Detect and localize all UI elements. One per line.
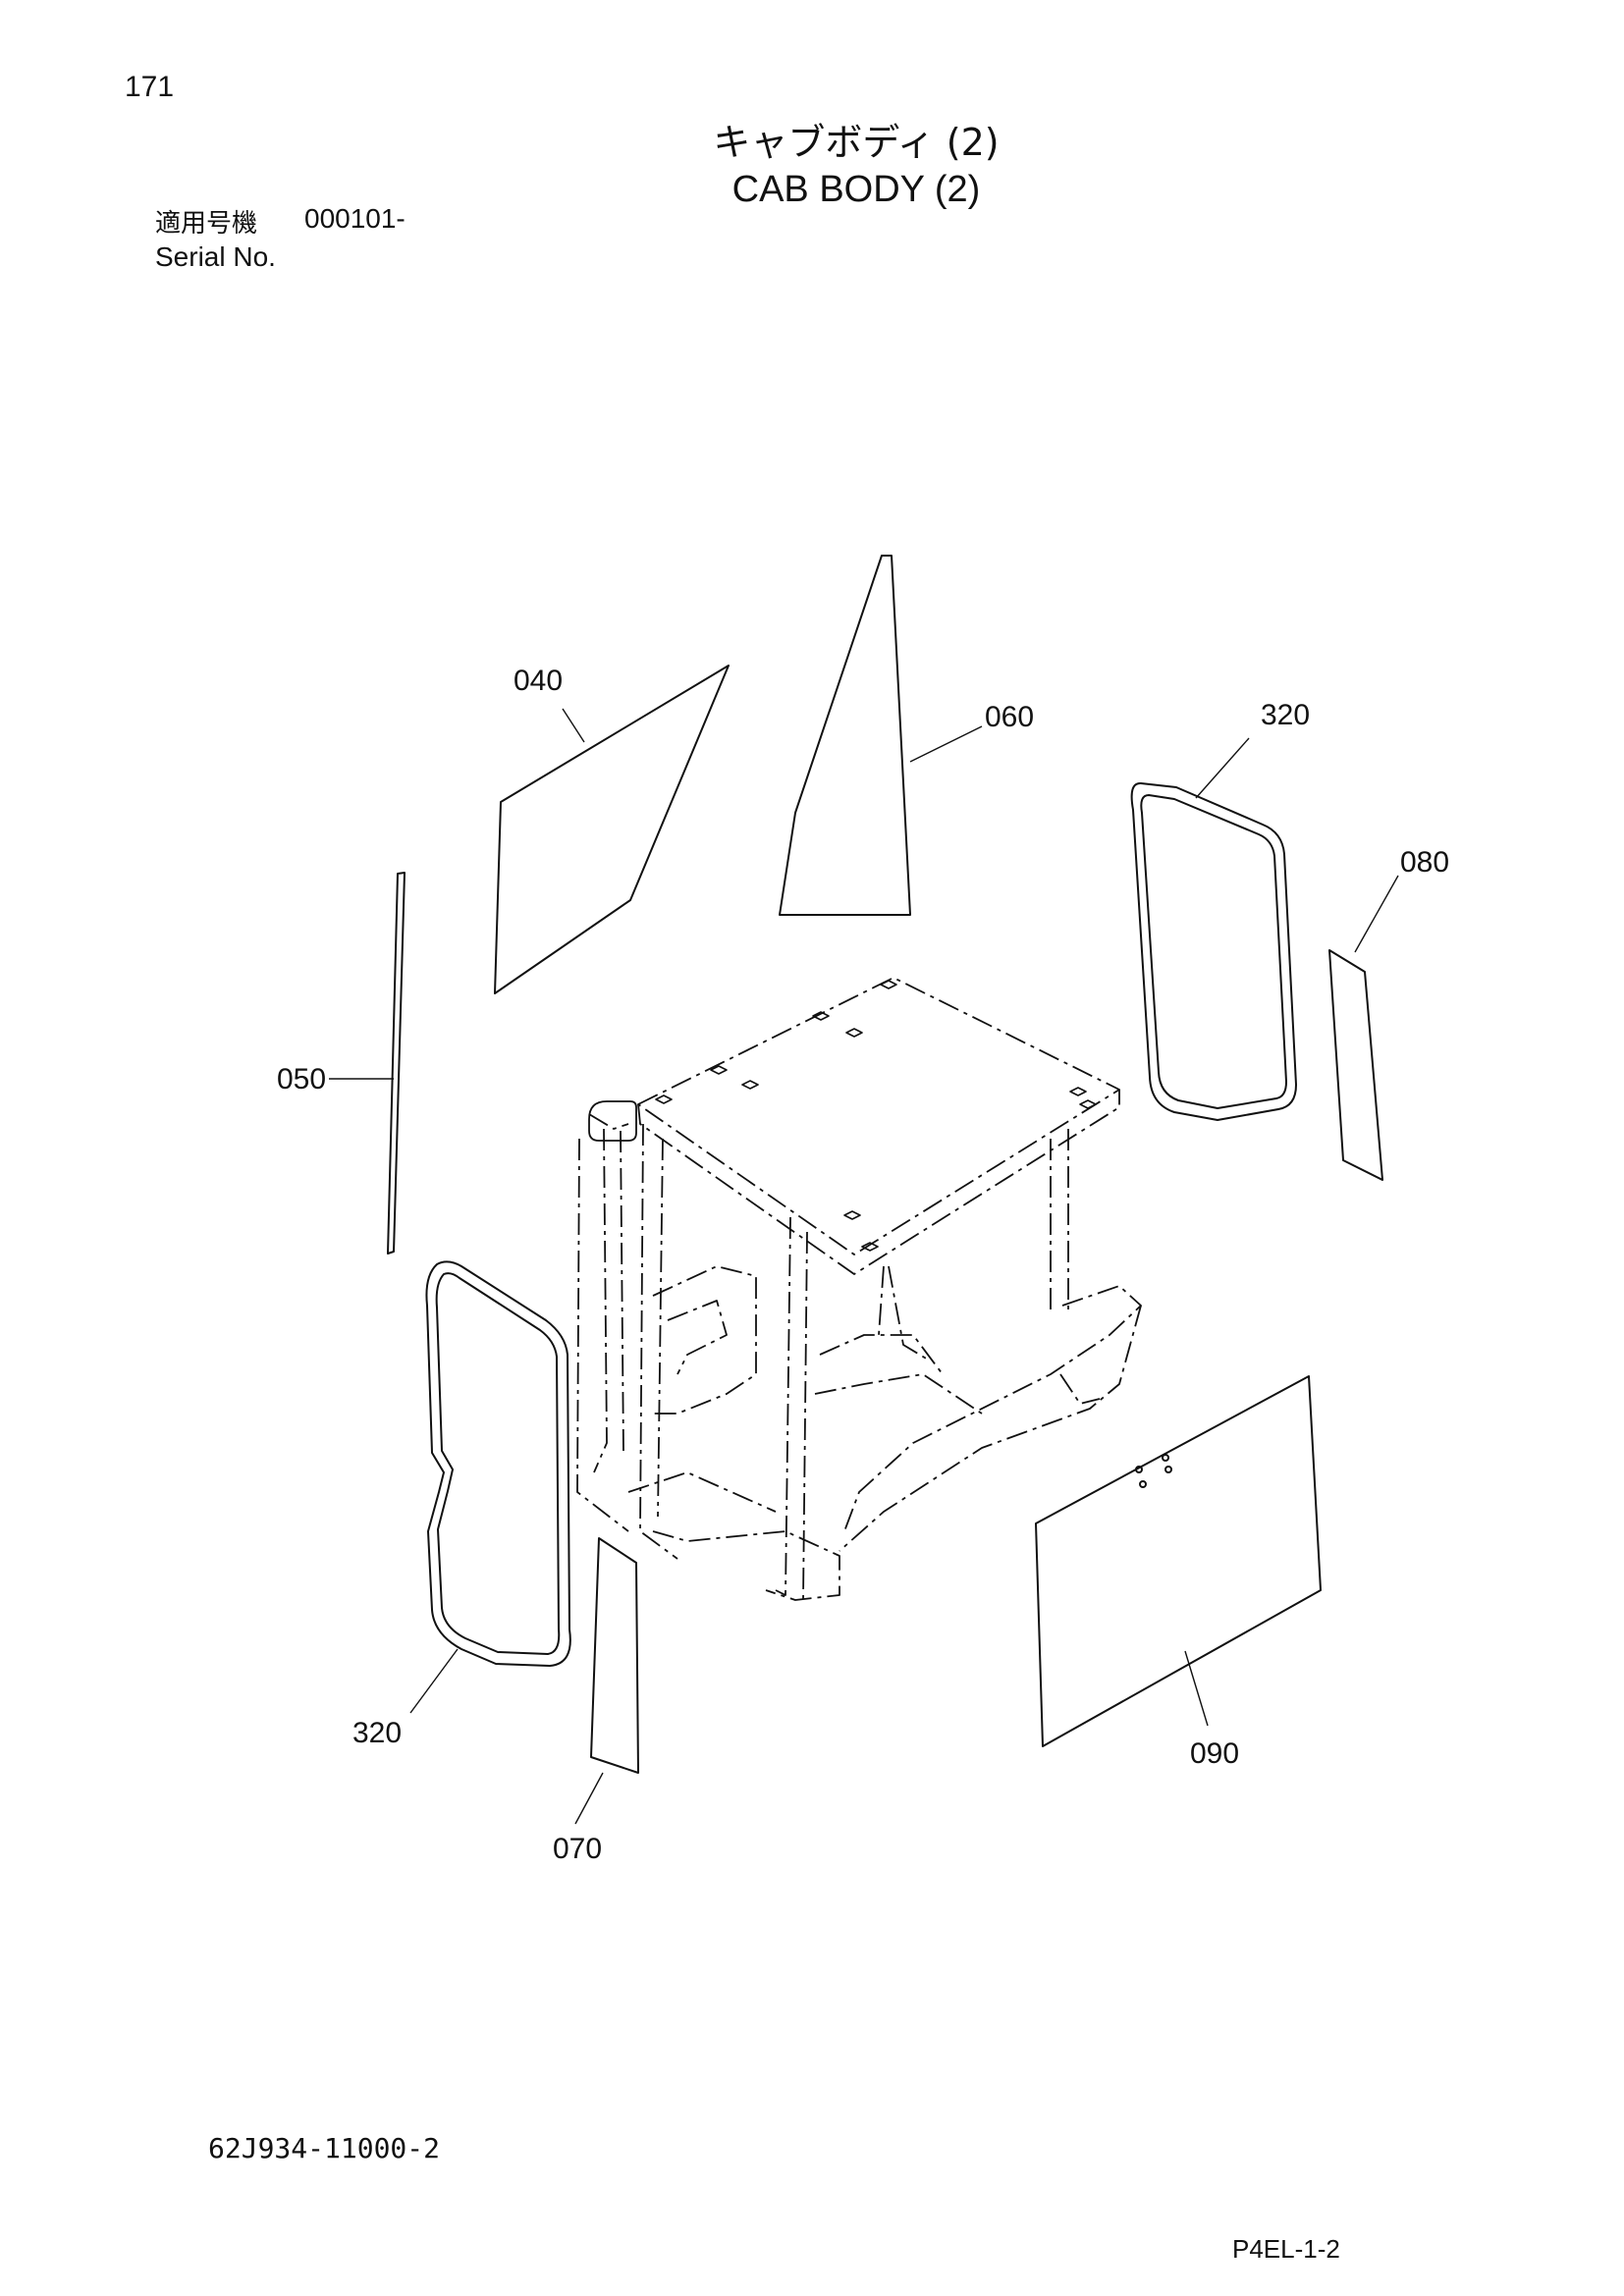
page-number: 171 [125, 71, 175, 103]
page-title-jp: キャブボディ (2) [713, 121, 1000, 164]
roof-mount-tabs [655, 980, 1097, 1252]
part-070-glass [590, 1537, 639, 1774]
page-code: P4EL-1-2 [1232, 2234, 1340, 2264]
part-080-glass [1328, 949, 1383, 1181]
leader-lines [329, 708, 1399, 1825]
page-title-en: CAB BODY (2) [731, 169, 981, 210]
part-090-glass [1035, 1375, 1322, 1747]
part-060-glass [779, 555, 911, 916]
cab-corner-block [588, 1100, 637, 1142]
part-label-320-lower: 320 [352, 1717, 402, 1749]
part-320-seal-upper [1130, 782, 1297, 1121]
part-label-050: 050 [277, 1063, 326, 1095]
serial-label-jp: 適用号機 [155, 209, 258, 239]
part-label-060: 060 [985, 701, 1034, 733]
part-label-040: 040 [514, 665, 563, 697]
document-number: 62J934-11000-2 [208, 2132, 441, 2164]
part-320-seal-lower [425, 1260, 571, 1667]
part-040-glass [494, 665, 730, 994]
part-label-320-upper: 320 [1261, 699, 1310, 731]
part-050-strip [387, 872, 406, 1255]
cab-frame-outline [576, 977, 1142, 1601]
serial-label-en: Serial No. [155, 241, 276, 272]
part-label-080: 080 [1400, 846, 1449, 879]
part-label-090: 090 [1190, 1737, 1239, 1770]
serial-value: 000101- [304, 203, 406, 234]
part-label-070: 070 [553, 1833, 602, 1865]
